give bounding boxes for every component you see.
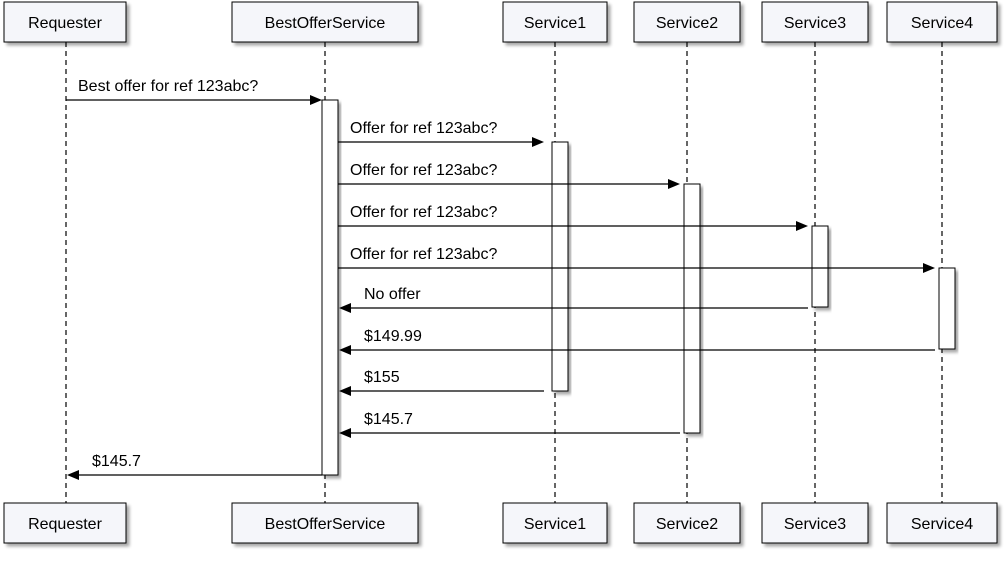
- participant-bestofferservice-bottom: BestOfferService: [231, 502, 419, 544]
- message-arrow-3: Offer for ref 123abc?: [338, 162, 680, 189]
- participant-requester-bottom: Requester: [3, 502, 127, 544]
- message-label: Best offer for ref 123abc?: [78, 78, 258, 95]
- message-label: Offer for ref 123abc?: [350, 204, 497, 221]
- participant-label: Service3: [784, 516, 846, 533]
- message-label: Offer for ref 123abc?: [350, 246, 497, 263]
- participant-service4-bottom: Service4: [886, 502, 998, 544]
- messages: Best offer for ref 123abc? Offer for ref …: [66, 78, 935, 480]
- message-label: Offer for ref 123abc?: [350, 162, 497, 179]
- message-label: $145.7: [92, 453, 141, 470]
- participant-service2-top: Service2: [633, 1, 741, 43]
- message-label: No offer: [364, 286, 421, 303]
- participant-label: Service2: [656, 15, 718, 32]
- message-label: Offer for ref 123abc?: [350, 120, 497, 137]
- participant-service1-top: Service1: [502, 1, 608, 43]
- participant-label: Requester: [28, 15, 102, 32]
- participant-service2-bottom: Service2: [633, 502, 741, 544]
- message-arrow-10: $145.7: [67, 453, 322, 480]
- participant-service1-bottom: Service1: [502, 502, 608, 544]
- activation-service4: [938, 267, 956, 350]
- participant-bestofferservice-top: BestOfferService: [231, 1, 419, 43]
- message-arrow-7: $149.99: [339, 328, 935, 355]
- participant-service3-top: Service3: [761, 1, 869, 43]
- message-arrow-9: $145.7: [339, 411, 680, 438]
- activation-service3: [811, 225, 829, 308]
- participant-label: Requester: [28, 516, 102, 533]
- participant-service3-bottom: Service3: [761, 502, 869, 544]
- participant-requester-top: Requester: [3, 1, 127, 43]
- message-label: $155: [364, 369, 400, 386]
- message-arrow-1: Best offer for ref 123abc?: [66, 78, 322, 105]
- participant-boxes: RequesterRequesterBestOfferServiceBestOf…: [3, 1, 998, 544]
- participant-label: Service1: [524, 516, 586, 533]
- activations: [321, 99, 956, 476]
- message-arrow-6: No offer: [339, 286, 808, 313]
- activation-service1: [551, 141, 569, 392]
- message-arrow-5: Offer for ref 123abc?: [338, 246, 935, 273]
- message-label: $145.7: [364, 411, 413, 428]
- participant-label: Service4: [911, 15, 973, 32]
- participant-service4-top: Service4: [886, 1, 998, 43]
- participant-label: Service3: [784, 15, 846, 32]
- participant-label: Service1: [524, 15, 586, 32]
- message-label: $149.99: [364, 328, 422, 345]
- participant-label: BestOfferService: [265, 15, 386, 32]
- message-arrow-2: Offer for ref 123abc?: [338, 120, 544, 147]
- participant-label: BestOfferService: [265, 516, 386, 533]
- activation-bestofferservice: [321, 99, 339, 476]
- lifelines: [65, 42, 943, 503]
- message-arrow-4: Offer for ref 123abc?: [338, 204, 808, 231]
- participant-label: Service4: [911, 516, 973, 533]
- participant-label: Service2: [656, 516, 718, 533]
- message-arrow-8: $155: [339, 369, 544, 396]
